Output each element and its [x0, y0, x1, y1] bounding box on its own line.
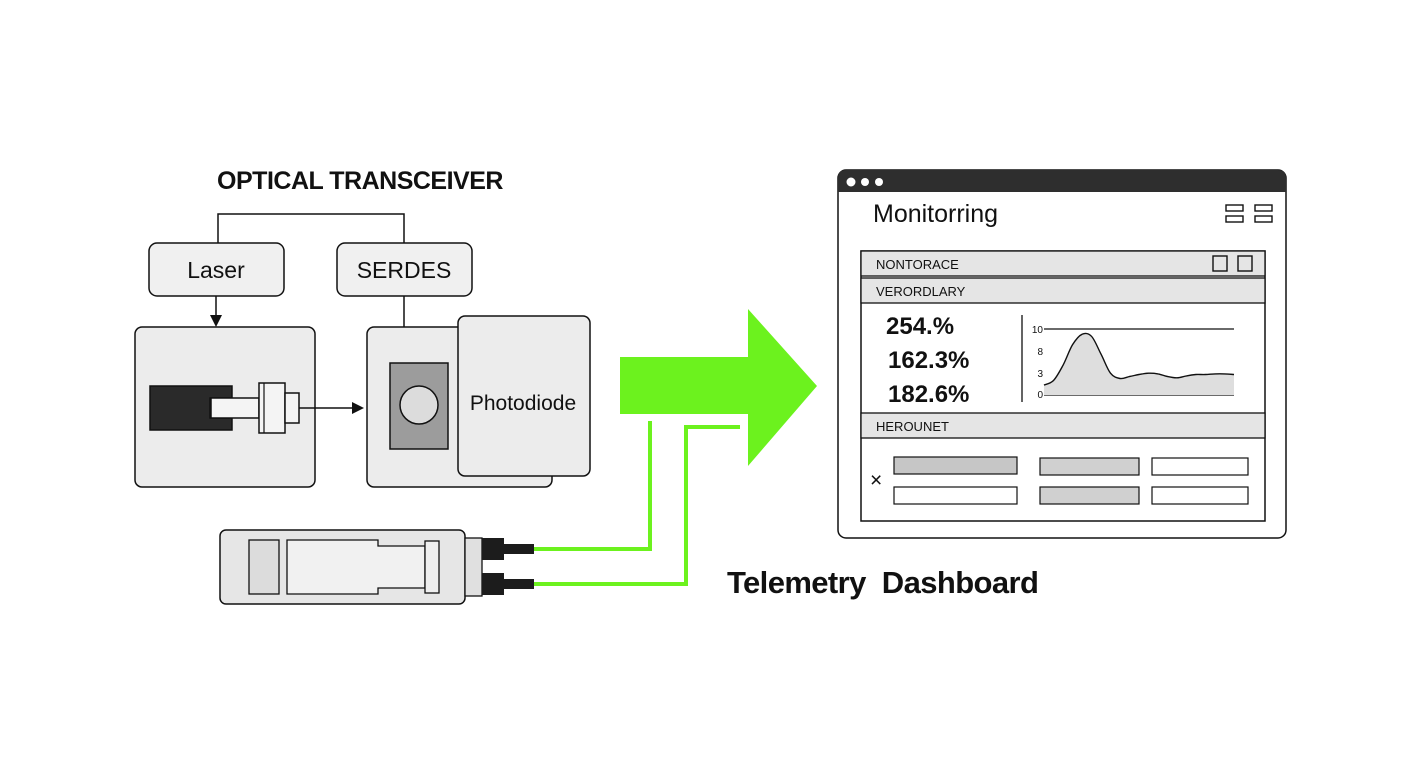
- chart-area-fill: [1044, 333, 1234, 395]
- fiber-link-1: [534, 421, 652, 551]
- fiber-link-2: [534, 425, 740, 586]
- section-header-3-label: HEROUNET: [876, 419, 949, 434]
- table-cell[interactable]: [1039, 457, 1140, 476]
- window-titlebar: [838, 170, 1286, 192]
- dashboard-caption: Telemetry Dashboard: [727, 565, 1038, 600]
- window-dot-3[interactable]: [875, 178, 883, 186]
- top-bracket-connector: [217, 213, 405, 243]
- photodiode-label: Photodiode: [470, 392, 576, 415]
- section-header-2: [860, 277, 1266, 304]
- section-header-2-label: VERORDLARY: [876, 284, 966, 299]
- restore-icon[interactable]: [1237, 255, 1253, 272]
- serdes-label: SERDES: [357, 257, 452, 283]
- sfp-module-icon: [219, 529, 534, 605]
- window-title: Monitorring: [873, 200, 998, 228]
- chart-y-tick-10: 10: [1032, 325, 1044, 336]
- metric-value-2: 162.3%: [888, 347, 969, 374]
- section-header-1-label: NONTORACE: [876, 257, 959, 272]
- chart-y-tick-8: 8: [1037, 347, 1043, 358]
- table-cell[interactable]: [893, 486, 1018, 505]
- laser-connector-icon: [149, 382, 300, 434]
- window-dot-2[interactable]: [861, 178, 869, 186]
- telemetry-chart: 10 8 3 0: [1021, 315, 1235, 402]
- section-header-1: [860, 250, 1266, 277]
- table-cell[interactable]: [893, 456, 1018, 475]
- photodiode-lens-icon: [399, 385, 439, 425]
- chart-series-line: [1043, 332, 1235, 386]
- maximize-icon[interactable]: [1212, 255, 1228, 272]
- section-header-3: [860, 412, 1266, 439]
- laser-label: Laser: [187, 257, 245, 283]
- data-flow-arrow: [620, 309, 817, 466]
- table-cell[interactable]: [1039, 486, 1140, 505]
- table-cell[interactable]: [1151, 486, 1249, 505]
- metric-value-1: 254.%: [886, 313, 954, 340]
- chart-y-tick-3: 3: [1037, 369, 1043, 380]
- table-cell[interactable]: [1151, 457, 1249, 476]
- photodiode-panel: [457, 315, 591, 477]
- metric-value-3: 182.6%: [888, 381, 969, 408]
- menu-icon[interactable]: [1225, 204, 1273, 223]
- chart-y-tick-0: 0: [1037, 390, 1043, 401]
- close-icon[interactable]: ×: [870, 469, 882, 492]
- transceiver-title: OPTICAL TRANSCEIVER: [217, 167, 503, 195]
- window-dot-1[interactable]: [846, 177, 856, 187]
- optical-signal-arrow-head: [352, 402, 364, 414]
- laser-arrow-head: [210, 315, 222, 327]
